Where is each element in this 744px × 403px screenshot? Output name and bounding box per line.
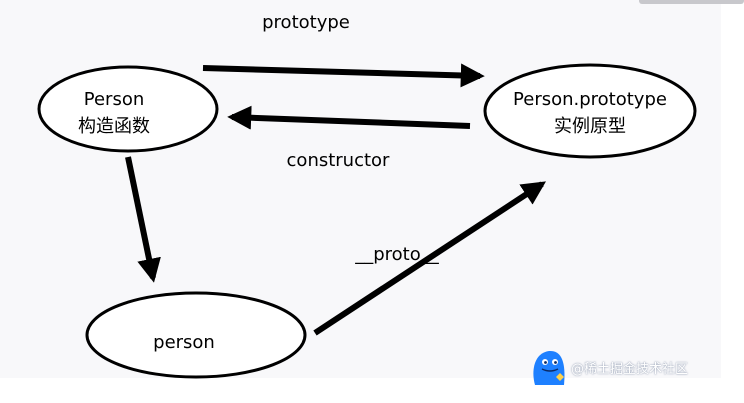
instance-node: person — [85, 291, 307, 379]
proto-arrow — [313, 181, 547, 336]
instance-node-title: person — [153, 332, 215, 353]
proto-edge-label: __proto__ — [354, 244, 440, 265]
juejin-watermark: @稀土掘金技术社区 — [531, 346, 688, 388]
prototype-edge-label: prototype — [262, 12, 350, 33]
new-instance-arrow — [125, 156, 161, 283]
constructor-arrow — [227, 105, 471, 130]
right-margin — [721, 0, 744, 403]
constructor-edge-label: constructor — [287, 150, 391, 171]
window-scrollbar-edge — [639, 0, 744, 4]
constructor-node: Person 构造函数 — [37, 65, 219, 153]
prototype-node-subtitle: 实例原型 — [554, 116, 626, 137]
watermark-text: @稀土掘金技术社区 — [571, 361, 689, 377]
prototype-node: Person.prototype 实例原型 — [483, 63, 697, 159]
juejin-mascot-icon — [533, 350, 565, 385]
constructor-node-subtitle: 构造函数 — [78, 116, 150, 137]
constructor-node-title: Person — [84, 89, 145, 110]
bottom-margin — [0, 378, 744, 403]
prototype-arrow — [202, 63, 485, 88]
prototype-node-title: Person.prototype — [513, 89, 667, 110]
